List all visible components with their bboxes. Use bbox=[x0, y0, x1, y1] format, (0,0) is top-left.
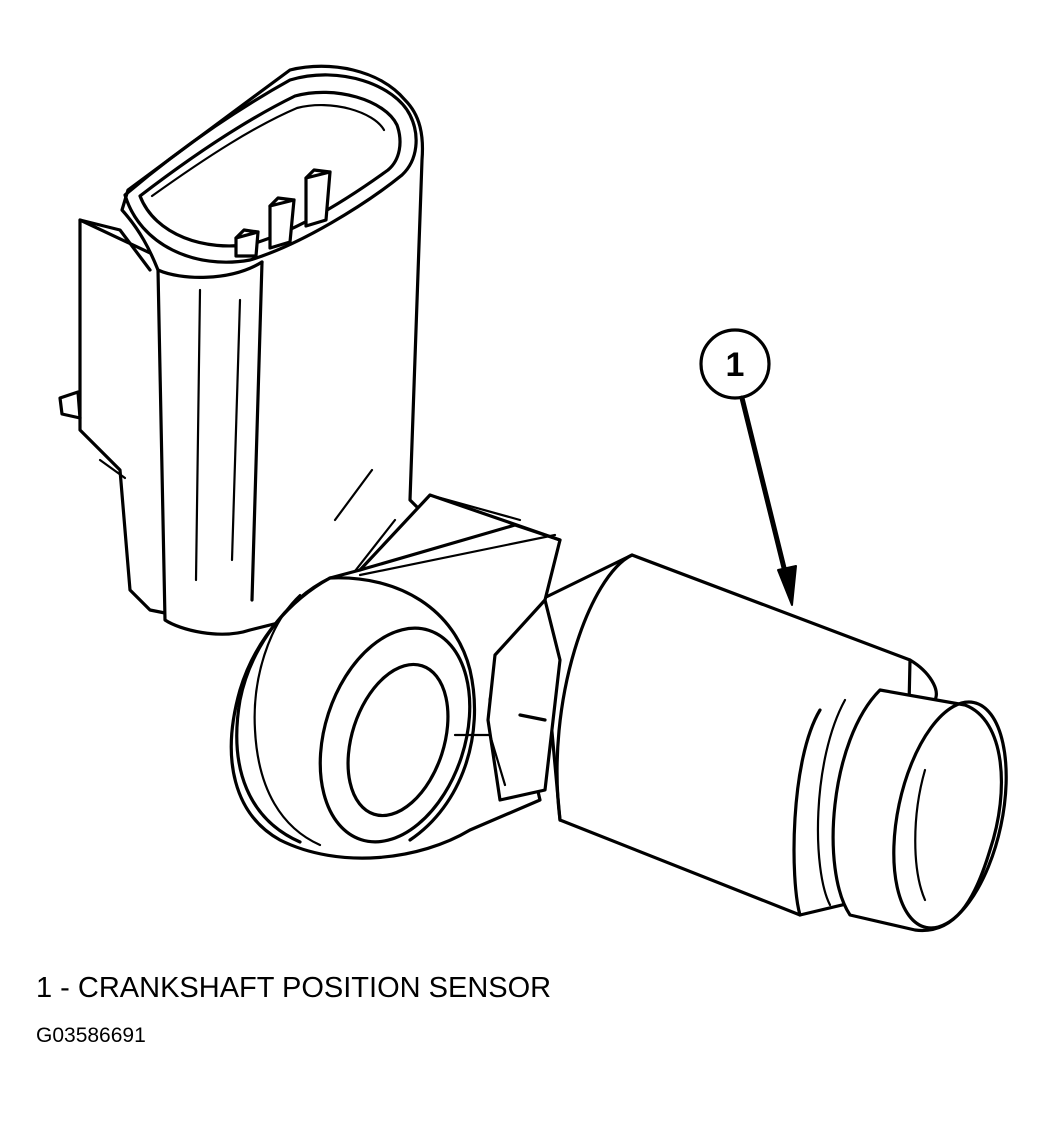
legend-item-1: 1 - CRANKSHAFT POSITION SENSOR bbox=[36, 972, 552, 1004]
sensor-cylinder bbox=[538, 553, 1008, 933]
callout-1-circle bbox=[699, 328, 771, 400]
leader-line bbox=[739, 395, 789, 579]
connector-housing bbox=[58, 64, 442, 636]
figure-id: G03586691 bbox=[36, 1024, 146, 1047]
callout-1: 1 bbox=[699, 328, 797, 606]
arrow-head-icon bbox=[777, 565, 797, 606]
mounting-flange bbox=[229, 493, 562, 860]
callout-1-number: 1 bbox=[726, 346, 745, 384]
